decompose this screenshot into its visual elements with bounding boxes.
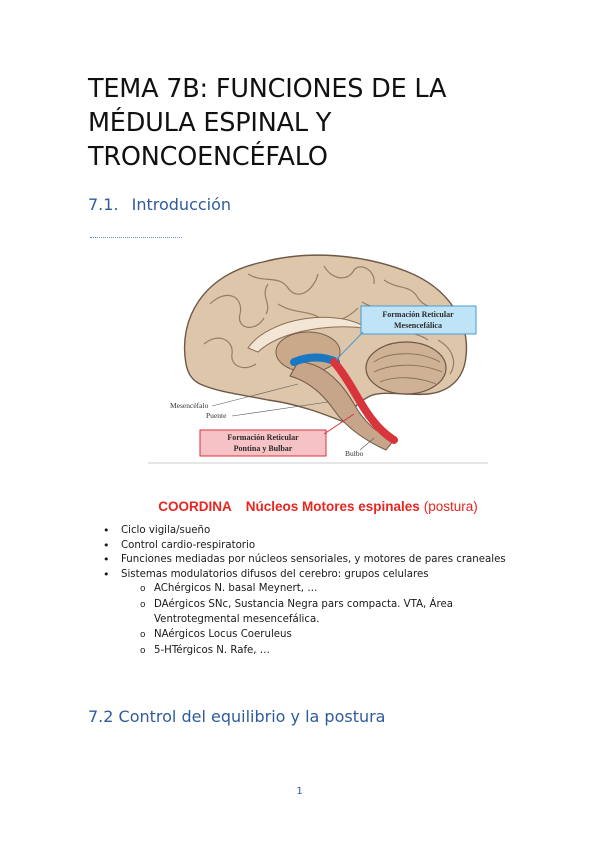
coordina-caption: COORDINA Núcleos Motores espinales(postur… — [148, 499, 488, 514]
list-item-sistemas: Sistemas modulatorios difusos del cerebr… — [88, 568, 508, 659]
coordina-word: COORDINA — [158, 499, 232, 514]
list-item-text: Sistemas modulatorios difusos del cerebr… — [121, 568, 429, 580]
section-heading-introduccion: 7.1. Introducción — [88, 195, 231, 214]
nucleos-motores-text: Núcleos Motores espinales — [245, 499, 420, 514]
sub-list-item: DAérgicos SNc, Sustancia Negra pars comp… — [121, 598, 508, 627]
label-pontina-line1: Formación Reticular — [227, 433, 299, 442]
section-heading-equilibrio: 7.2 Control del equilibrio y la postura — [88, 707, 386, 726]
brain-illustration: Formación Reticular Mesencefálica Mesenc… — [148, 254, 488, 464]
label-mesencefalica-line1: Formación Reticular — [382, 310, 454, 319]
list-item: Control cardio-respiratorio — [88, 539, 508, 554]
label-mesencefalo: Mesencéfalo — [170, 401, 209, 410]
label-bulbo: Bulbo — [345, 449, 364, 458]
section-title: Introducción — [131, 195, 232, 214]
list-item: Ciclo vigila/sueño — [88, 524, 508, 539]
label-puente: Puente — [206, 411, 227, 420]
sub-list-item: AChérgicos N. basal Meynert, … — [121, 582, 508, 597]
title-line-1: TEMA 7B: FUNCIONES DE LA — [88, 74, 447, 104]
sub-list: AChérgicos N. basal Meynert, … DAérgicos… — [121, 582, 508, 658]
page-title: TEMA 7B: FUNCIONES DE LA MÉDULA ESPINAL … — [88, 72, 518, 174]
section-number: 7.1. — [88, 195, 119, 214]
label-pontina-line2: Pontina y Bulbar — [234, 444, 293, 453]
sub-list-item: 5-HTérgicos N. Rafe, … — [121, 644, 508, 659]
page-number: 1 — [296, 786, 303, 797]
title-line-2: MÉDULA ESPINAL Y — [88, 108, 332, 138]
hyperlink-underline[interactable] — [90, 237, 182, 238]
brain-sagittal-figure: Formación Reticular Mesencefálica Mesenc… — [148, 244, 488, 466]
sub-list-item: NAérgicos Locus Coeruleus — [121, 628, 508, 643]
title-line-3: TRONCOENCÉFALO — [88, 142, 328, 172]
functions-list: Ciclo vigila/sueño Control cardio-respir… — [88, 524, 508, 658]
list-item: Funciones mediadas por núcleos sensorial… — [88, 553, 508, 568]
postura-text: (postura) — [423, 499, 478, 514]
label-mesencefalica-line2: Mesencefálica — [394, 321, 442, 330]
